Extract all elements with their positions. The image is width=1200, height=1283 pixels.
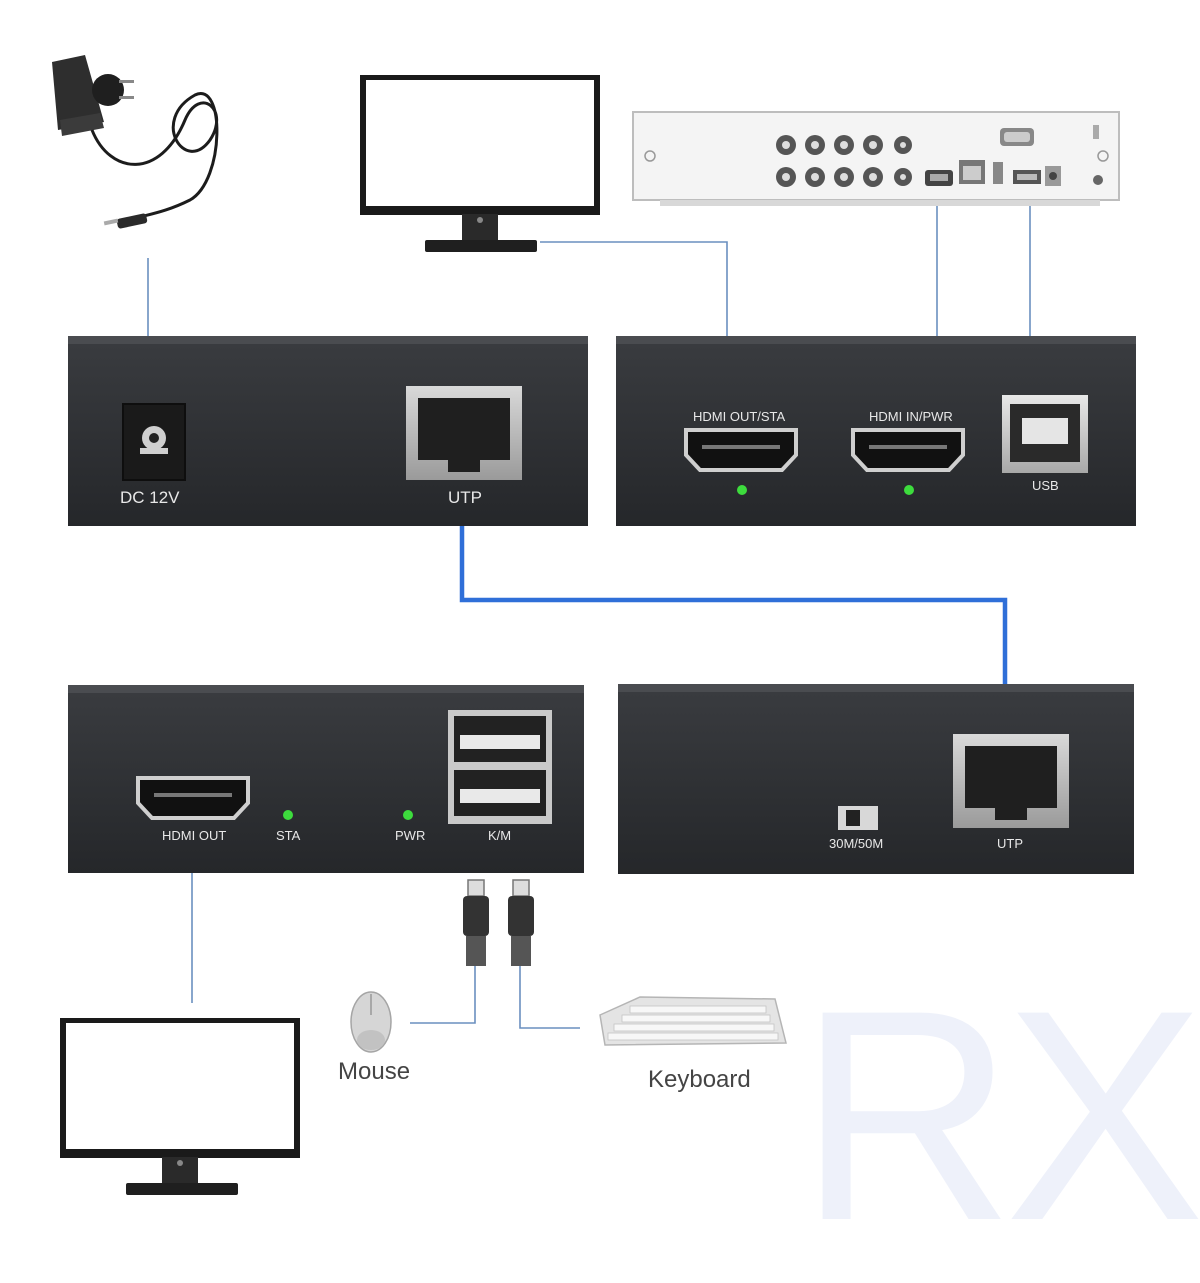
transmitter-left-box xyxy=(68,336,588,526)
diagram-graphics xyxy=(52,55,1136,1195)
dvr-device-icon xyxy=(632,111,1120,206)
keyboard-cable-line xyxy=(519,965,580,1029)
utp-cable xyxy=(459,512,1008,712)
mouse-label: Mouse xyxy=(338,1058,411,1085)
usb-plug-keyboard-icon xyxy=(508,879,534,966)
usb-plug-mouse-icon xyxy=(463,879,489,966)
keyboard-label: Keyboard xyxy=(648,1066,751,1093)
hdmi-in-led xyxy=(904,485,914,495)
sta-label: STA xyxy=(276,828,301,843)
usb-label: USB xyxy=(1032,478,1059,493)
hdmi-out-sta-label: HDMI OUT/STA xyxy=(693,409,786,424)
keyboard-device-icon xyxy=(599,996,787,1046)
dc-12v-label: DC 12V xyxy=(120,488,180,507)
pwr-led xyxy=(403,810,413,820)
switch-30m-50m-label: 30M/50M xyxy=(829,836,884,851)
pwr-label: PWR xyxy=(395,828,426,843)
hdmi-out-led xyxy=(737,485,747,495)
transmitter-right-box xyxy=(616,336,1136,526)
monitor-top-icon xyxy=(360,75,600,252)
hdmi-in-pwr-label: HDMI IN/PWR xyxy=(869,409,953,424)
thin-cables xyxy=(147,200,1031,1029)
sta-led xyxy=(283,810,293,820)
rx-utp-label: UTP xyxy=(997,836,1023,851)
monitor-bottom-icon xyxy=(60,1018,300,1195)
km-label: K/M xyxy=(488,828,512,843)
power-adapter-icon xyxy=(52,55,219,229)
rx-hdmi-out-label: HDMI OUT xyxy=(162,828,227,843)
receiver-left-box xyxy=(68,685,584,873)
receiver-right-box xyxy=(618,684,1134,874)
connection-diagram: RX xyxy=(52,55,1200,1265)
mouse-device-icon xyxy=(350,991,392,1053)
tx-utp-label: UTP xyxy=(448,488,482,507)
mouse-cable-line xyxy=(410,965,476,1024)
